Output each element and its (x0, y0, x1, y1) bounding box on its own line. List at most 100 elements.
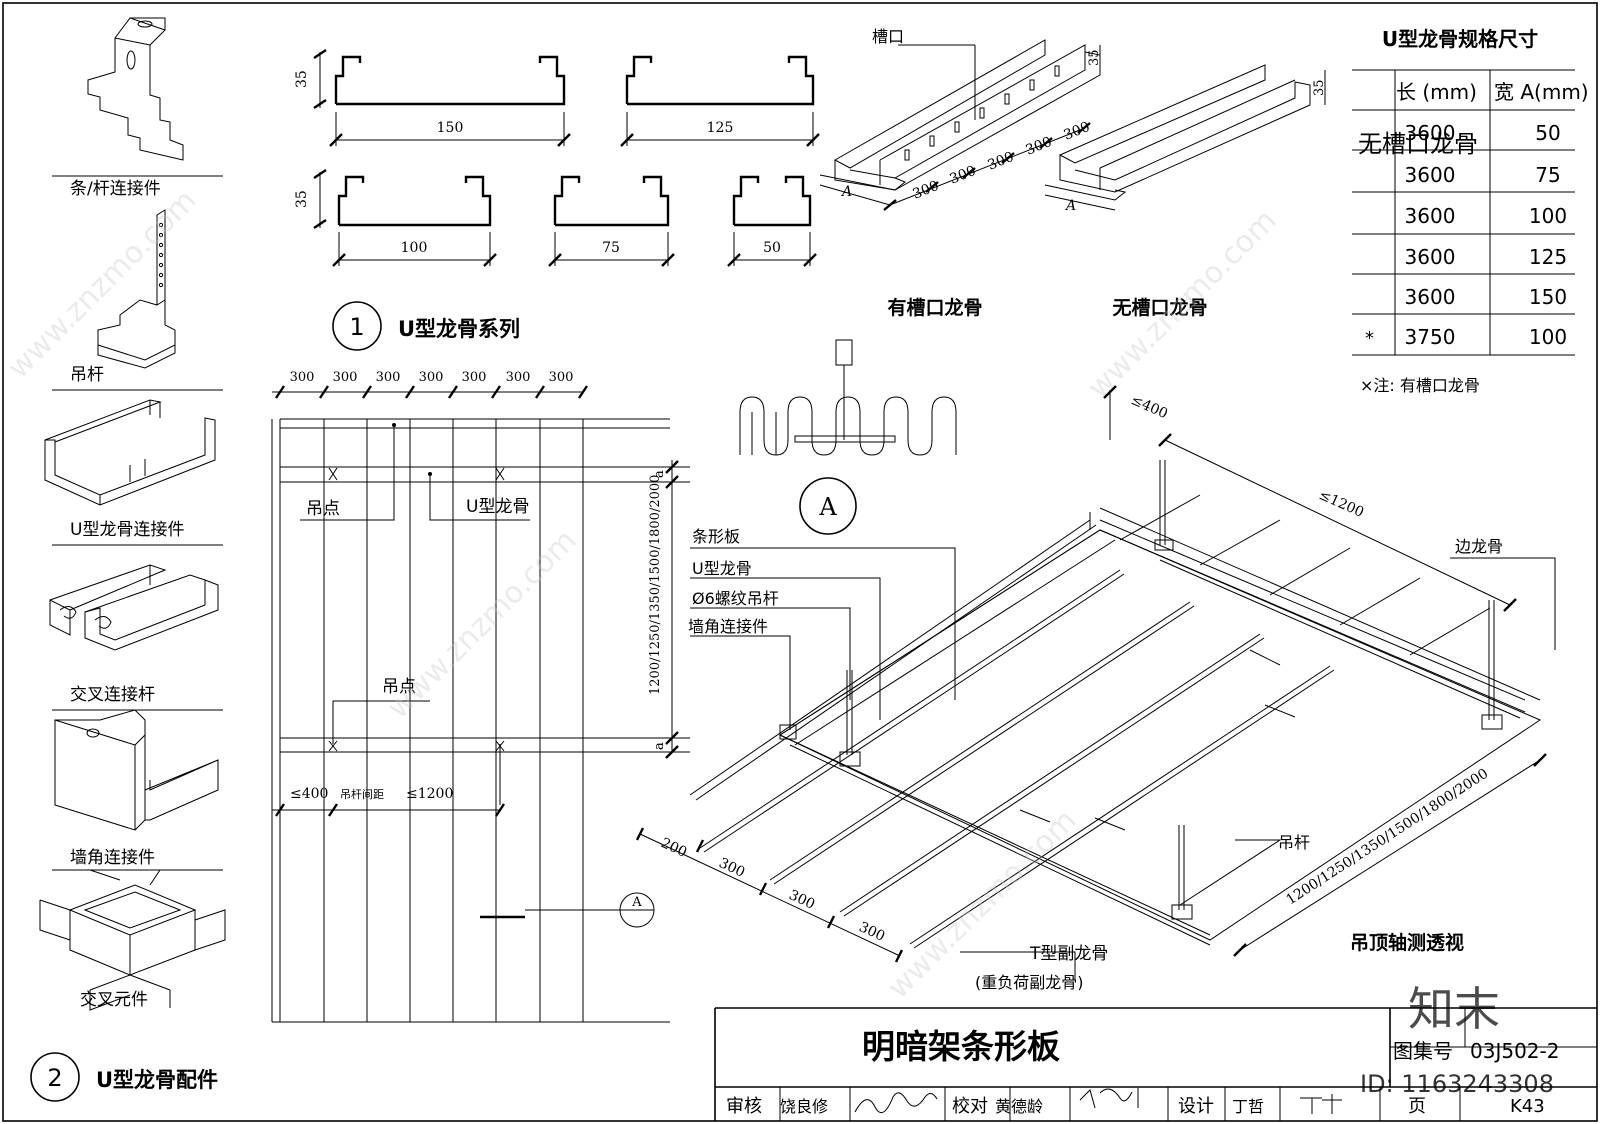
section-title-profiles: U型龙骨系列 (398, 317, 520, 341)
tb-check-label: 校对 (952, 1096, 988, 1117)
spec-cell: 75 (1535, 163, 1560, 187)
spec-overlay-text: 无槽口龙骨 (1358, 130, 1478, 158)
plan-dim-300: 300 (419, 370, 444, 385)
accessory-label-cross-rod: 交叉连接杆 (70, 685, 155, 705)
profile-75 (553, 175, 670, 227)
section-title-accessories: U型龙骨配件 (96, 1068, 218, 1092)
spec-col-width: 宽 A(mm) (1494, 80, 1589, 104)
iso-dim-200: 200 (658, 835, 689, 861)
atlas-number: 03J502-2 (1470, 1039, 1559, 1063)
accessory-label-u-connector: U型龙骨连接件 (70, 520, 184, 540)
accessory-label-wall-corner: 墙角连接件 (70, 848, 155, 868)
tb-reviewer: 饶良修 (780, 1097, 828, 1116)
watermark-text: www.znzmo.com (1081, 203, 1284, 406)
dim-100: 100 (401, 240, 428, 256)
label-a-1: A (840, 184, 852, 200)
label-a-2: A (1064, 198, 1076, 214)
iso-label-rod: 吊杆 (1278, 833, 1310, 852)
caption-with-slot: 有槽口龙骨 (887, 296, 982, 319)
dim-300-3: 300 (986, 149, 1017, 174)
plan-label-u-channel: U型龙骨 (466, 497, 529, 517)
dim-300-1: 300 (911, 178, 942, 203)
profile-dimensions (313, 49, 820, 267)
plan-dim-300: 300 (462, 370, 487, 385)
dim-125: 125 (707, 120, 734, 136)
tb-design-label: 设计 (1178, 1096, 1214, 1117)
dim-35-plain: 35 (1312, 79, 1327, 96)
plan-label-hang-point-2: 吊点 (382, 677, 416, 697)
plan-dim-300: 300 (290, 370, 315, 385)
iso-channel-slotted: 槽口 35 300 300 300 300 300 A 有槽口龙骨 (819, 27, 1102, 319)
dim-height-2: 35 (294, 190, 310, 208)
watermark-logo: 知末 (1408, 982, 1500, 1036)
plan-dim-300: 300 (506, 370, 531, 385)
profile-50 (732, 175, 812, 227)
accessory-label-hanger: 吊杆 (70, 365, 104, 385)
profile-100 (337, 175, 492, 227)
wall-corner-figure (54, 709, 219, 831)
drawing-title: 明暗架条形板 (862, 1027, 1060, 1066)
label-slot: 槽口 (872, 27, 904, 46)
accessory-label-cross-element: 交叉元件 (80, 990, 148, 1010)
section-circle-1 (332, 301, 382, 351)
iso-dim-300-b: 300 (786, 887, 817, 913)
dim-75: 75 (602, 240, 620, 256)
detail-a: A (739, 339, 957, 535)
caption-no-slot: 无槽口龙骨 (1112, 296, 1207, 319)
watermark-id: ID: 1163243308 (1360, 1070, 1554, 1098)
iso-label-strip-panel: 条形板 (692, 527, 740, 546)
plan-dim-300: 300 (549, 370, 574, 385)
plan-dim-vertical: 1200/1250/1350/1500/1800/2000 (648, 475, 663, 695)
iso-label-t-sub: T型副龙骨 (1029, 944, 1108, 964)
hanger-figure (97, 209, 176, 369)
spec-cell: 100 (1529, 325, 1567, 349)
tb-page-number: K43 (1510, 1096, 1545, 1117)
dim-35-slotted: 35 (1087, 49, 1102, 66)
spec-cell: 3600 (1405, 204, 1456, 228)
spec-cell: 3600 (1405, 285, 1456, 309)
spec-cell: 3600 (1405, 163, 1456, 187)
accessories-column: 条/杆连接件 吊杆 U型龙骨连接件 交叉连 (30, 17, 226, 1102)
u-connector-figure (44, 399, 216, 506)
dim-300-4: 300 (1024, 134, 1055, 159)
plan-label-hang-point: 吊点 (306, 499, 340, 519)
profile-125 (625, 55, 815, 106)
designer-signature (1300, 1094, 1342, 1114)
plan-dim-300: 300 (376, 370, 401, 385)
dim-300-2: 300 (948, 163, 979, 188)
iso-label-edge-runner: 边龙骨 (1455, 537, 1503, 556)
reviewer-signature (854, 1092, 938, 1114)
tb-review-label: 审核 (726, 1096, 762, 1117)
atlas-label: 图集号 (1393, 1039, 1453, 1063)
spec-cell: 3750 (1405, 325, 1456, 349)
dim-150: 150 (437, 120, 464, 136)
tb-checker: 黄德龄 (995, 1097, 1043, 1116)
spec-table-title: U型龙骨规格尺寸 (1382, 27, 1538, 51)
spec-cell: 3600 (1405, 245, 1456, 269)
hang-point-dot (392, 423, 396, 427)
spec-table-note: ×注: 有槽口龙骨 (1360, 376, 1480, 395)
spec-cell: 150 (1529, 285, 1567, 309)
plan-label-rod-spacing: 吊杆间距 (340, 787, 384, 801)
watermark-text: www.znzmo.com (1, 183, 204, 386)
plan-dim-300: 300 (333, 370, 358, 385)
spec-col-length: 长 (mm) (1396, 80, 1477, 104)
section-number-1: 1 (349, 313, 364, 341)
u-profiles: 35 35 150 125 100 75 50 1 U型龙骨系列 (294, 49, 820, 351)
iso-ceiling: 条形板 U型龙骨 Ø6螺纹吊杆 墙角连接件 ≤400 ≤1200 边龙骨 吊杆 … (635, 385, 1556, 992)
section-circle-2 (30, 1052, 80, 1102)
spec-cell: 125 (1529, 245, 1567, 269)
watermark-text: www.znzmo.com (381, 523, 584, 726)
iso-label-wall-corner: 墙角连接件 (688, 617, 768, 636)
dim-300-5: 300 (1062, 119, 1093, 144)
plan-dim-a-2: a (652, 742, 667, 750)
spec-cell: 3600 (1405, 121, 1456, 145)
checker-signature (1079, 1088, 1139, 1109)
iso-label-heavy-sub: (重负荷副龙骨) (975, 973, 1084, 992)
detail-a-label: A (818, 493, 837, 521)
spec-cell: 50 (1535, 121, 1560, 145)
caption-iso-ceiling: 吊顶轴测透视 (1350, 931, 1464, 954)
spec-table: U型龙骨规格尺寸 长 (mm) 宽 A(mm) 3600 50 3600 75 … (1352, 27, 1589, 395)
